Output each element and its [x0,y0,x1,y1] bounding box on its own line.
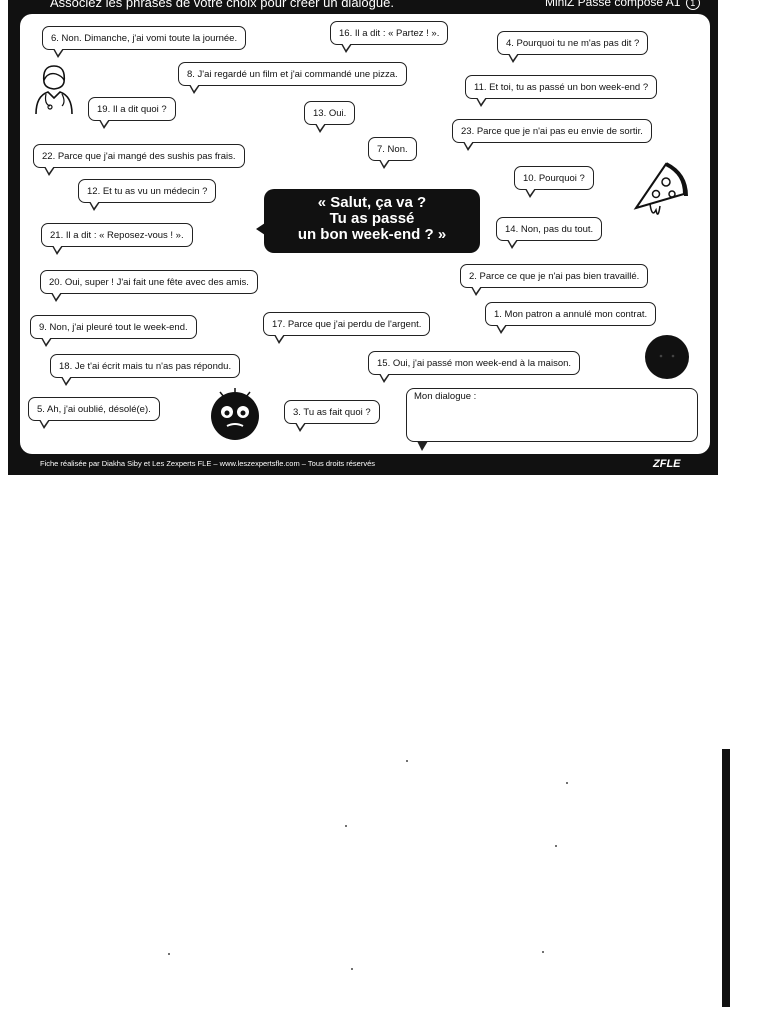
phrase-bubble-16[interactable]: 16. Il a dit : « Partez ! ». [330,21,449,53]
phrase-bubble-12[interactable]: 12. Et tu as vu un médecin ? [78,179,217,211]
phrase-bubble-22[interactable]: 22. Parce que j'ai mangé des sushis pas … [33,144,245,176]
phrase-bubble-5[interactable]: 5. Ah, j'ai oublié, désolé(e). [28,397,160,429]
my-dialogue-label: Mon dialogue : [414,391,477,402]
phrase-bubble-4[interactable]: 4. Pourquoi tu ne m'as pas dit ? [497,31,649,63]
scan-speck [566,782,568,784]
shocked-face-icon [211,388,259,440]
scan-speck [345,825,347,827]
scan-speck [168,953,170,955]
main-question-line-1: « Salut, ça va ? [317,194,427,211]
phrase-bubble-1[interactable]: 1. Mon patron a annulé mon contrat. [485,302,657,334]
phrase-bubble-10[interactable]: 10. Pourquoi ? [514,166,594,198]
scan-speck [555,845,557,847]
sad-face-icon [645,335,689,379]
worksheet-tag-label: MiniZ Passé composé A1 [545,0,681,9]
phrase-bubble-23[interactable]: 23. Parce que je n'ai pas eu envie de so… [452,119,652,151]
scan-edge-line [722,749,730,1007]
worksheet-number-badge: 1 [685,0,700,10]
main-question-line-2: Tu as passé [329,210,415,227]
phrase-bubble-8[interactable]: 8. J'ai regardé un film et j'ai commandé… [178,62,407,94]
phrase-bubble-21[interactable]: 21. Il a dit : « Reposez-vous ! ». [41,223,193,255]
phrase-bubble-19[interactable]: 19. Il a dit quoi ? [88,97,176,129]
phrase-bubble-6[interactable]: 6. Non. Dimanche, j'ai vomi toute la jou… [42,26,247,58]
phrase-bubble-20[interactable]: 20. Oui, super ! J'ai fait une fête avec… [40,270,258,302]
phrase-bubble-11[interactable]: 11. Et toi, tu as passé un bon week-end … [465,75,658,107]
phrase-bubble-3[interactable]: 3. Tu as fait quoi ? [284,400,380,432]
phrase-bubble-14[interactable]: 14. Non, pas du tout. [496,217,603,249]
worksheet-title: Associez les phrases de votre choix pour… [50,0,394,10]
phrase-bubble-9[interactable]: 9. Non, j'ai pleuré tout le week-end. [30,315,197,347]
main-question-bubble: « Salut, ça va ? Tu as passé un bon week… [256,189,480,253]
my-dialogue-box[interactable]: Mon dialogue : [406,388,698,451]
phrase-bubble-15[interactable]: 15. Oui, j'ai passé mon week-end à la ma… [368,351,581,383]
pizza-slice-icon [633,162,688,215]
footer-credit: Fiche réalisée par Diakha Siby et Les Ze… [40,459,376,468]
main-question-line-3: un bon week-end ? » [297,226,447,243]
scan-speck [542,951,544,953]
phrase-bubble-7[interactable]: 7. Non. [368,137,417,169]
footer-logo: ZFLE [653,458,681,470]
scan-speck [406,760,408,762]
phrase-bubble-17[interactable]: 17. Parce que j'ai perdu de l'argent. [263,312,431,344]
phrase-bubble-18[interactable]: 18. Je t'ai écrit mais tu n'as pas répon… [50,354,241,386]
scan-speck [351,968,353,970]
doctor-icon [35,65,73,115]
worksheet-tag: MiniZ Passé composé A1 1 [545,0,700,10]
phrase-bubble-2[interactable]: 2. Parce ce que je n'ai pas bien travail… [460,264,649,296]
footer-logo-text: FLE [659,458,681,470]
phrase-bubble-13[interactable]: 13. Oui. [304,101,356,133]
